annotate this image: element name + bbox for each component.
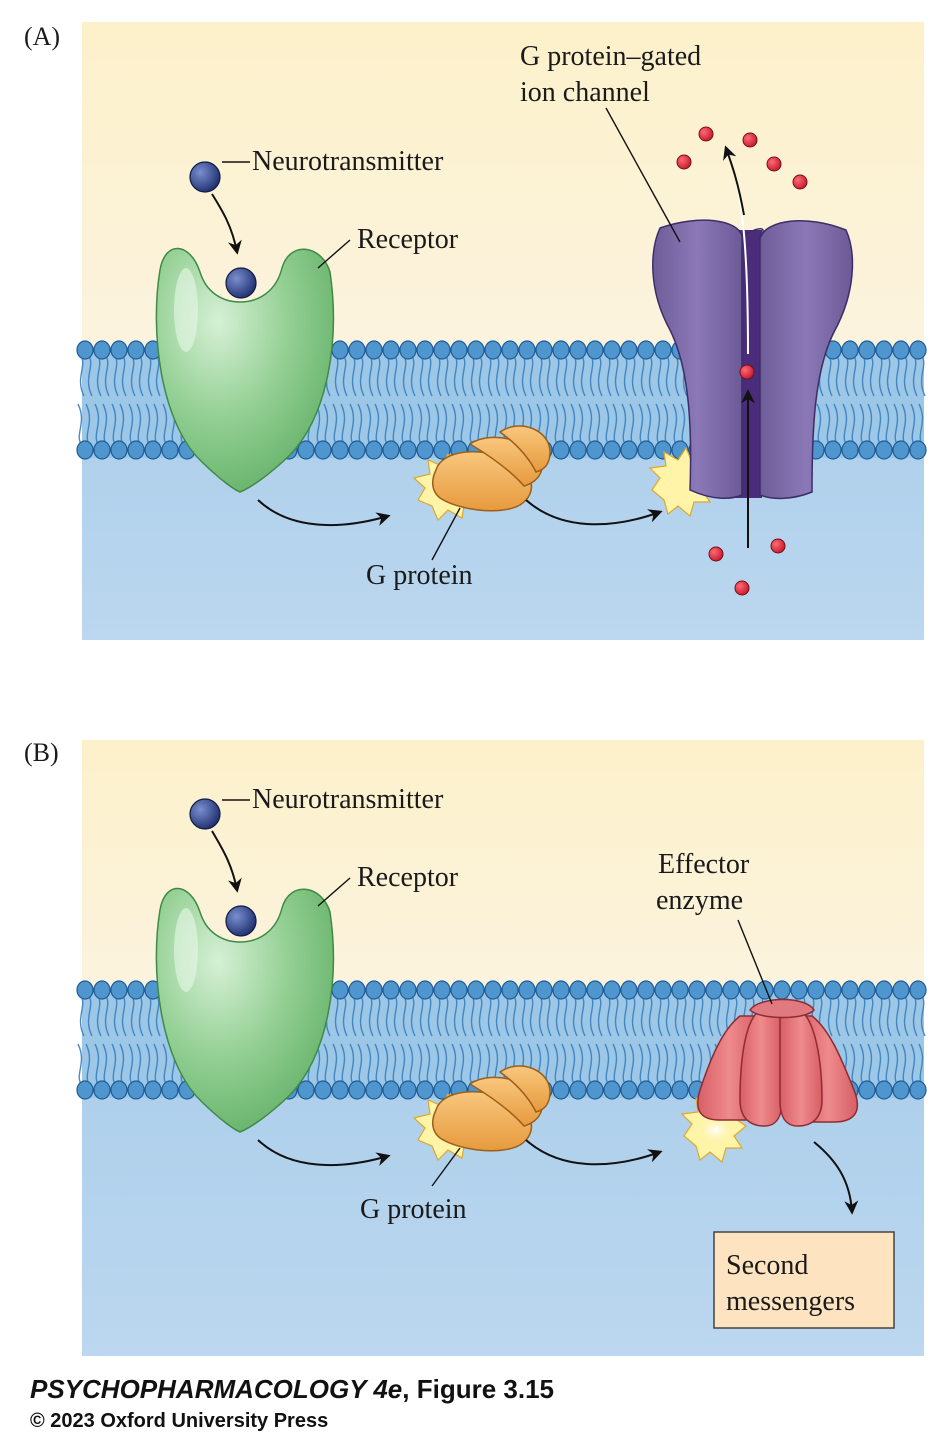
label-second-line2: messengers <box>726 1286 855 1317</box>
panel-a: Neurotransmitter Receptor G protein G pr… <box>76 22 927 640</box>
g-protein <box>412 1065 551 1162</box>
receptor <box>155 247 335 493</box>
arrow-gprotein-to-enzyme <box>525 1139 663 1166</box>
label-channel-line1: G protein–gated <box>520 41 701 72</box>
binding-arrow <box>211 193 242 255</box>
panel-a-letter: (A) <box>24 22 61 51</box>
arrow-gprotein-to-channel <box>525 499 663 526</box>
second-messengers-box <box>713 1231 895 1329</box>
arrow-receptor-to-gprotein <box>257 499 391 527</box>
panel-b-letter: (B) <box>24 738 59 767</box>
label-receptor: Receptor <box>357 862 459 893</box>
label-g-protein: G protein <box>360 1194 467 1225</box>
arrow-enzyme-to-second-messengers <box>813 1141 859 1215</box>
label-neurotransmitter: Neurotransmitter <box>252 146 444 177</box>
g-protein <box>412 425 551 522</box>
receptor <box>155 887 335 1133</box>
figure-credit-title: PSYCHOPHARMACOLOGY 4e, Figure 3.15 <box>30 1374 554 1405</box>
bound-neurotransmitter <box>225 905 257 937</box>
ions <box>676 126 808 596</box>
free-neurotransmitter <box>189 161 221 193</box>
label-neurotransmitter: Neurotransmitter <box>252 784 444 815</box>
figure-number: , Figure 3.15 <box>402 1374 554 1404</box>
label-second-line1: Second <box>726 1250 808 1281</box>
label-enzyme-line1: Effector <box>658 849 750 880</box>
panel-b: Neurotransmitter Receptor G protein Effe… <box>76 740 927 1356</box>
book-title: PSYCHOPHARMACOLOGY 4e <box>30 1374 403 1404</box>
label-enzyme-line2: enzyme <box>656 885 743 916</box>
binding-arrow <box>211 830 242 893</box>
label-channel-line2: ion channel <box>520 77 650 108</box>
effector-enzyme <box>697 998 859 1127</box>
bound-neurotransmitter <box>225 267 257 299</box>
arrow-receptor-to-gprotein <box>257 1139 391 1167</box>
label-receptor: Receptor <box>357 224 459 255</box>
label-g-protein: G protein <box>366 560 473 591</box>
free-neurotransmitter <box>189 798 221 830</box>
copyright-notice: © 2023 Oxford University Press <box>30 1410 329 1432</box>
